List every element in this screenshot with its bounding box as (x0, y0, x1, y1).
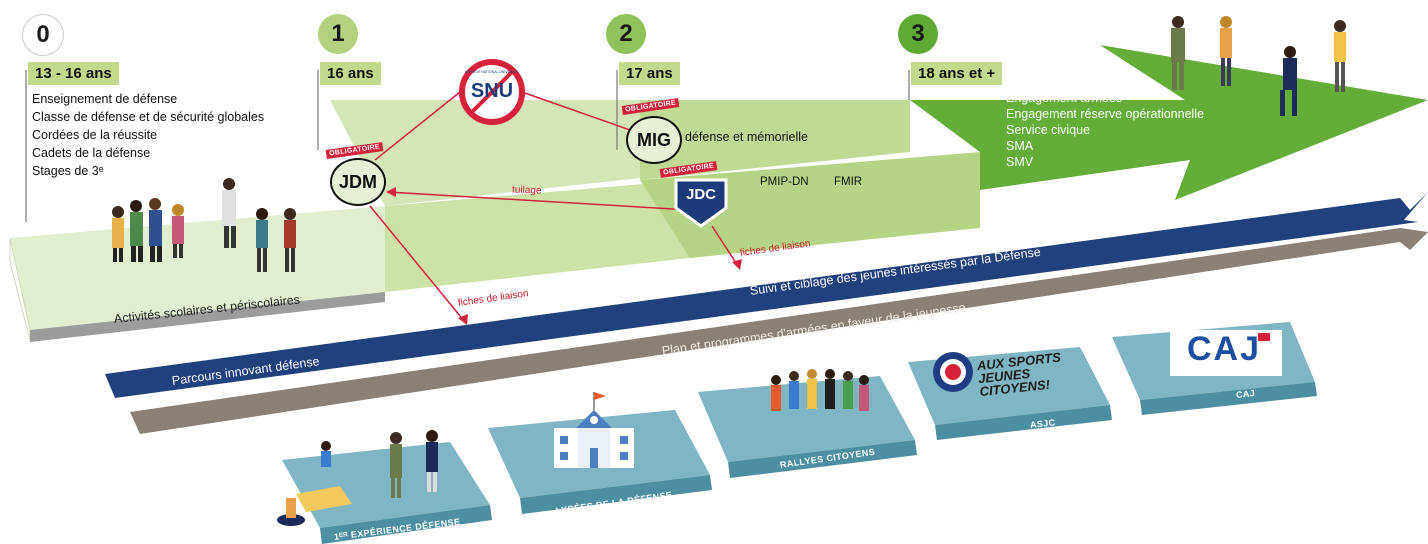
liaison-line-1 (369, 205, 466, 323)
jdc-label: JDC (685, 186, 716, 203)
age-label-1: 16 ans (320, 62, 381, 85)
liaison-arrow-2 (732, 259, 742, 270)
platform-5-label: CAJ (1235, 388, 1256, 400)
people-group-experience (277, 430, 438, 526)
step-3-list: Engagement armées Engagement réserve opé… (1006, 90, 1204, 170)
step-3-item: SMV (1006, 155, 1034, 169)
step-0-list: Enseignement de défense Classe de défens… (32, 90, 264, 180)
people-group-students (112, 178, 296, 272)
step-0-number: 0 (36, 21, 50, 48)
step-2-circle: 2 (606, 14, 646, 54)
jdm-badge: JDM (330, 158, 386, 206)
line-snu-jdm (374, 83, 471, 161)
caj-logo-box (1170, 330, 1282, 376)
caj-logo-text: CAJ (1186, 330, 1262, 368)
step-0-item: Cadets de la défense (32, 146, 151, 160)
snu-arc-text: SERVICE NATIONAL UNIVERSEL (464, 70, 520, 74)
tuilage-label: tuilage (511, 184, 542, 197)
band-stage-1 (385, 180, 690, 292)
line-snu-mig (521, 91, 631, 131)
band-stage-1-top (330, 100, 640, 206)
liaison-line-2 (711, 225, 739, 267)
mig-badge: MIG (626, 116, 682, 164)
step-3-number: 3 (911, 20, 925, 47)
snu-slash (469, 69, 515, 115)
step-0-item: Enseignement de défense (32, 92, 178, 106)
arrow-stage-3 (910, 45, 1428, 200)
step-3-item: Service civique (1006, 123, 1091, 137)
step-3-item: Engagement armées (1006, 91, 1123, 105)
jdc-shield (674, 178, 728, 228)
tuilage-arrow-left (386, 187, 396, 197)
mig-description: défense et mémorielle (685, 130, 808, 144)
age-label-2: 17 ans (619, 62, 680, 85)
band-stage-0-edge (30, 292, 385, 342)
fmir-label: FMIR (834, 176, 863, 188)
blue-band (105, 192, 1428, 398)
snu-label: SNU (470, 80, 514, 102)
step-1-circle: 1 (318, 14, 358, 54)
step-3-item: SMA (1006, 139, 1034, 153)
people-group-adults (1171, 16, 1346, 116)
mig-label: MIG (637, 129, 671, 150)
step-0-circle: 0 (22, 14, 64, 56)
brown-band (130, 228, 1428, 434)
step-3-item: Engagement réserve opérationnelle (1006, 107, 1205, 121)
school-icon (554, 392, 634, 468)
band-stage-2-top (640, 100, 910, 180)
jdm-label: JDM (338, 171, 377, 192)
step-2-number: 2 (619, 20, 633, 47)
tuilage-line (387, 191, 691, 211)
people-group-rally (771, 369, 869, 411)
asjc-target-icon (933, 352, 973, 392)
step-1-number: 1 (331, 20, 345, 47)
age-label-3: 18 ans et + (911, 62, 1003, 85)
liaison-arrow-1 (458, 314, 468, 325)
age-label-0: 13 - 16 ans (28, 62, 119, 85)
step-3-circle: 3 (898, 14, 938, 54)
step-0-item: Stages de 3ᵉ (32, 164, 104, 178)
step-0-item: Classe de défense et de sécurité globale… (32, 110, 265, 124)
step-0-item: Cordées de la réussite (32, 128, 158, 142)
pmip-label: PMIP-DN (760, 176, 809, 188)
